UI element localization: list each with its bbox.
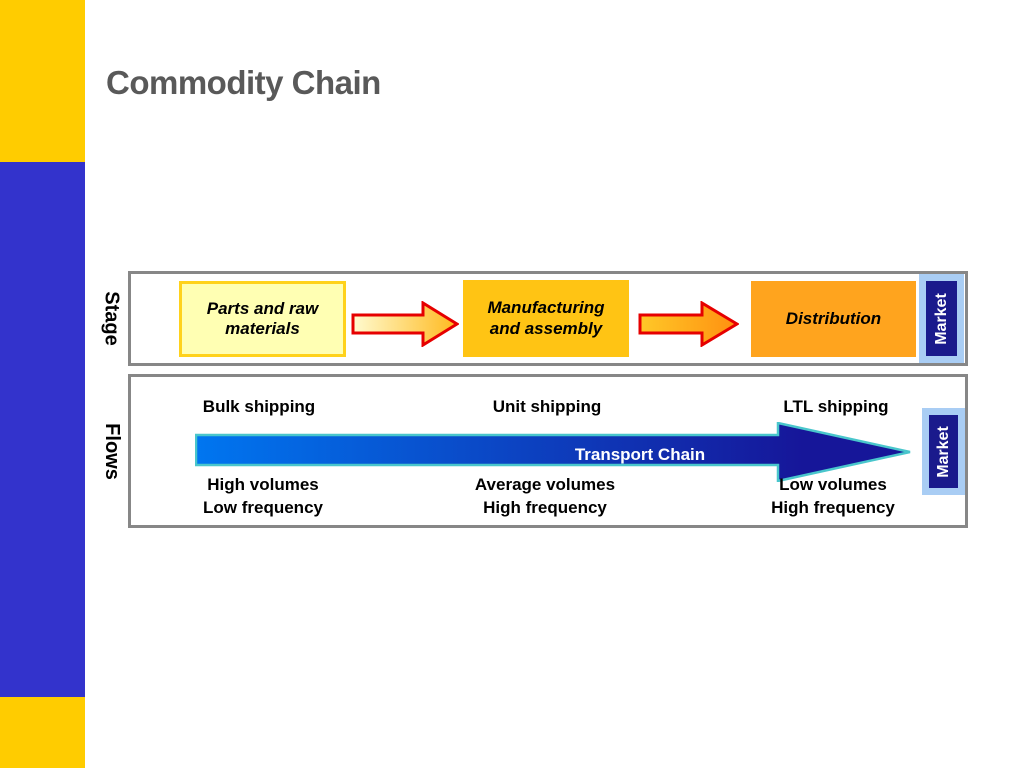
stage-frame: Parts and raw materials Manufacturing an… (128, 271, 968, 366)
market-box-stage: Market (919, 274, 964, 363)
transport-chain-label: Transport Chain (574, 445, 706, 464)
manufacturing-and-assembly-box: Manufacturing and assembly (463, 280, 629, 357)
sidebar-yellow-top-bar (0, 0, 85, 162)
sidebar-yellow-bottom-bar (0, 697, 85, 768)
unit-shipping-label: Unit shipping (492, 397, 602, 416)
market-label-stage: Market (932, 292, 950, 345)
stage-arrow-2-icon (638, 301, 739, 347)
sidebar-blue-bar (0, 162, 85, 697)
market-label-flows: Market (934, 425, 952, 478)
stage-arrow-1-icon (351, 301, 459, 347)
bulk-volume-note: High volumes Low frequency (203, 475, 323, 517)
flows-frame: Bulk shipping Unit shipping LTL shipping… (128, 374, 968, 528)
bulk-shipping-label: Bulk shipping (202, 397, 316, 416)
stage-row-label: Stage (100, 291, 123, 346)
page-title: Commodity Chain (106, 64, 381, 101)
market-box-flows-inner: Market (929, 415, 958, 488)
market-box-flows: Market (922, 408, 965, 495)
transport-chain-arrow-icon (195, 422, 911, 482)
parts-and-raw-materials-box: Parts and raw materials (179, 281, 346, 357)
flows-row-label: Flows (100, 422, 123, 480)
ltl-volume-note: Low volumes High frequency (771, 475, 895, 517)
distribution-box: Distribution (751, 281, 916, 357)
unit-volume-note: Average volumes High frequency (474, 475, 616, 517)
market-box-stage-inner: Market (926, 281, 957, 356)
ltl-shipping-label: LTL shipping (783, 397, 889, 416)
